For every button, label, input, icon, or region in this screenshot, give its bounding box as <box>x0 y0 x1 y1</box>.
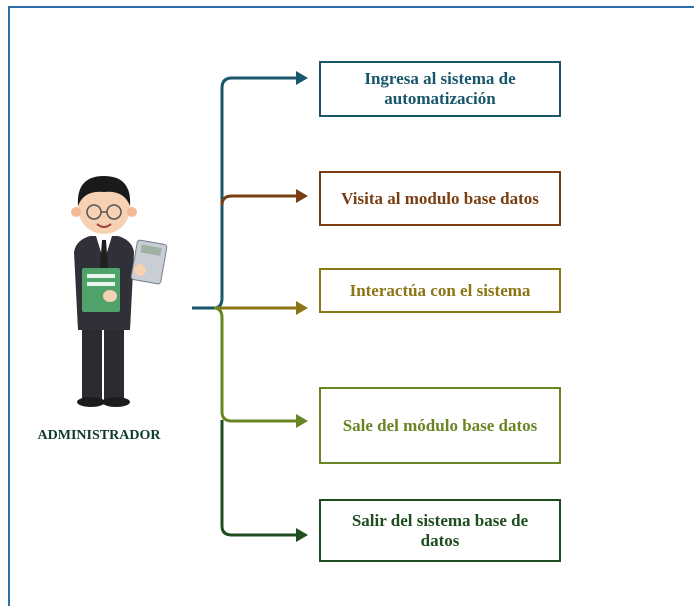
connector-to-step-4 <box>213 306 296 423</box>
arrowhead-step-1 <box>296 71 308 85</box>
connector-to-step-2 <box>220 194 296 206</box>
step-label-5: Salir del sistema base de datos <box>351 510 529 550</box>
step-label-3: Interactúa con el sistema <box>349 280 531 300</box>
arrowhead-step-4 <box>296 414 308 428</box>
arrowhead-step-5 <box>296 528 308 542</box>
step-label-2: Visita al modulo base datos <box>341 188 539 208</box>
step-label-1: Ingresa al sistema de automatización <box>364 69 516 108</box>
diagram-frame <box>8 6 694 606</box>
arrowhead-step-2 <box>296 189 308 203</box>
step-box-1: Ingresa al sistema de automatización <box>319 61 561 117</box>
step-label-4: Sale del módulo base datos <box>342 415 538 435</box>
connector-to-step-5 <box>220 420 296 537</box>
connector-to-step-1 <box>213 76 296 310</box>
step-box-2: Visita al modulo base datos <box>319 171 561 226</box>
step-box-3: Interactúa con el sistema <box>319 268 561 313</box>
step-box-5: Salir del sistema base de datos <box>319 499 561 562</box>
administrator-illustration <box>71 176 168 407</box>
step-box-4: Sale del módulo base datos <box>319 387 561 464</box>
actor-label: ADMINISTRADOR <box>37 428 161 443</box>
arrowhead-step-3 <box>296 301 308 315</box>
